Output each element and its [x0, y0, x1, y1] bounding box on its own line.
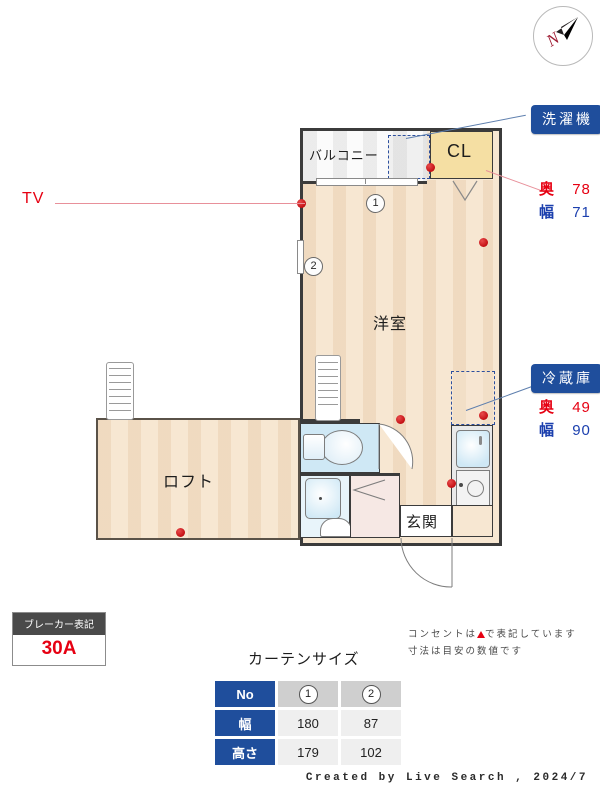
legend-note: コンセントはで表記しています 寸法は目安の数値です — [408, 626, 577, 660]
washer-depth-value: 78 — [572, 181, 591, 198]
breaker-title: ブレーカー表記 — [13, 613, 105, 635]
entrance-door — [400, 537, 456, 594]
outlet-marker — [479, 411, 488, 420]
fridge-depth-key: 奥 — [539, 399, 556, 416]
stove-burner — [467, 480, 484, 497]
room-closet — [430, 131, 493, 179]
curtain-header-col-2: 2 — [341, 681, 401, 707]
loft-ladder-outer — [106, 362, 134, 420]
footer-credit: Created by Live Search , 2024/7 — [305, 772, 588, 784]
curtain-row-width-value-2: 87 — [341, 710, 401, 736]
compass-rose: N — [533, 6, 593, 66]
room-loft — [96, 418, 300, 540]
stove-knob — [459, 483, 463, 487]
washer-depth-key: 奥 — [539, 181, 556, 198]
outlet-triangle-icon — [477, 631, 486, 638]
balcony-window-divider — [365, 178, 366, 184]
toilet-bowl — [321, 430, 363, 465]
wall-stub-lower — [300, 473, 400, 476]
fridge-depth-value: 49 — [572, 399, 591, 416]
table-row-header: No 1 2 — [215, 681, 401, 707]
outlet-marker — [426, 163, 435, 172]
window-marker-2: 2 — [304, 257, 323, 276]
balcony-window — [316, 178, 418, 186]
wall-stub-upper — [300, 419, 360, 423]
washer-callout: 洗濯機 — [531, 105, 600, 134]
washer-width-value: 71 — [572, 204, 591, 221]
window-marker-2-label: 2 — [310, 260, 317, 272]
washer-footprint — [388, 135, 430, 179]
table-row: 幅 180 87 — [215, 710, 401, 736]
bath-tub — [305, 478, 341, 519]
breaker-box: ブレーカー表記 30A — [12, 612, 106, 666]
fridge-callout: 冷蔵庫 — [531, 364, 600, 393]
fridge-footprint — [451, 371, 495, 425]
kitchen-sink — [456, 430, 490, 468]
curtain-row-height-value-2: 102 — [341, 739, 401, 765]
washer-depth-row: 奥 78 — [539, 178, 591, 199]
fridge-dimensions: 奥 49 幅 90 — [539, 396, 591, 440]
outlet-marker — [447, 479, 456, 488]
outlet-marker — [396, 415, 405, 424]
fridge-width-value: 90 — [572, 422, 591, 439]
window-marker-1: 1 — [366, 194, 385, 213]
toilet-door — [378, 423, 418, 478]
curtain-size-title: カーテンサイズ — [248, 651, 360, 668]
entrance-step — [452, 505, 493, 537]
legend-note-line-1-after: で表記しています — [485, 629, 577, 640]
room-closet-label: CL — [447, 141, 473, 161]
washer-width-row: 幅 71 — [539, 201, 591, 222]
room-entrance-label: 玄関 — [406, 514, 439, 531]
curtain-size-table: No 1 2 幅 180 87 高さ 179 102 — [212, 678, 404, 768]
fridge-width-key: 幅 — [539, 422, 556, 439]
fridge-callout-title: 冷蔵庫 — [531, 364, 600, 393]
floor-plan: バルコニー CL 洋室 1 2 — [22, 114, 549, 594]
curtain-row-width-value-1: 180 — [278, 710, 338, 736]
loft-ladder-inner — [315, 355, 341, 421]
room-balcony — [303, 131, 427, 184]
curtain-header-no: No — [215, 681, 275, 707]
curtain-row-height-label: 高さ — [215, 739, 275, 765]
legend-note-line-1-before: コンセントは — [408, 629, 478, 640]
washer-width-key: 幅 — [539, 204, 556, 221]
toilet-tank — [303, 434, 325, 460]
room-balcony-label: バルコニー — [309, 148, 379, 163]
tv-leader-line — [55, 203, 305, 204]
outlet-marker — [479, 238, 488, 247]
fridge-depth-row: 奥 49 — [539, 396, 591, 417]
fridge-width-row: 幅 90 — [539, 419, 591, 440]
room-loft-label: ロフト — [163, 474, 215, 491]
curtain-header-col-1: 1 — [278, 681, 338, 707]
room-main-label: 洋室 — [373, 316, 408, 333]
curtain-header-col-2-label: 2 — [361, 684, 381, 704]
tv-label: TV — [22, 190, 45, 207]
bath-vanity — [320, 518, 352, 537]
washer-dimensions: 奥 78 幅 71 — [539, 178, 591, 222]
washroom-door-symbol — [352, 479, 386, 506]
legend-note-line-1: コンセントはで表記しています — [408, 626, 577, 643]
curtain-row-height-value-1: 179 — [278, 739, 338, 765]
legend-note-line-2: 寸法は目安の数値です — [408, 646, 524, 657]
kitchen-faucet — [479, 436, 482, 445]
bath-drain — [319, 497, 322, 500]
window-left-upper — [297, 240, 304, 274]
washer-callout-title: 洗濯機 — [531, 105, 600, 134]
window-marker-1-label: 1 — [372, 197, 379, 209]
room-washroom — [350, 473, 400, 538]
room-entrance — [400, 505, 452, 537]
outlet-marker — [176, 528, 185, 537]
curtain-header-col-1-label: 1 — [298, 684, 318, 704]
table-row: 高さ 179 102 — [215, 739, 401, 765]
closet-door-symbol — [452, 180, 478, 207]
breaker-value: 30A — [41, 638, 77, 659]
curtain-row-width-label: 幅 — [215, 710, 275, 736]
